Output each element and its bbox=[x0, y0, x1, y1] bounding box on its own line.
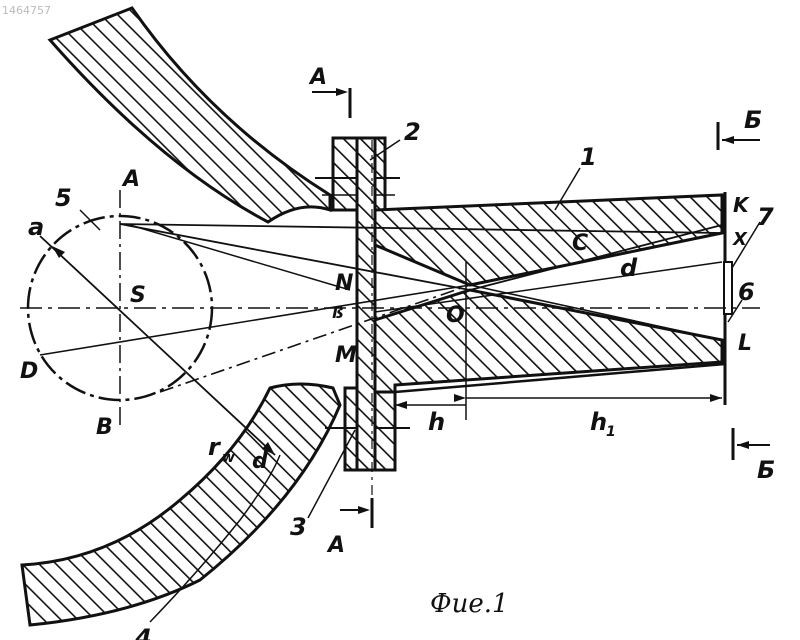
label-section-b-bottom: Б bbox=[757, 456, 775, 484]
label-part-5: 5 bbox=[55, 184, 72, 212]
label-point-s: S bbox=[130, 283, 146, 308]
label-part-4: 4 bbox=[134, 624, 152, 640]
figure-caption: Фие.1 bbox=[430, 589, 509, 619]
label-point-d: D bbox=[20, 359, 38, 384]
label-part-7: 7 bbox=[757, 203, 774, 231]
label-part-2: 2 bbox=[404, 118, 421, 146]
upper-curved-wall bbox=[50, 8, 330, 222]
document-stamp: 1464757 bbox=[2, 4, 51, 17]
label-h1-sub: 1 bbox=[606, 424, 616, 440]
label-point-a: A bbox=[121, 167, 140, 192]
label-point-o: O bbox=[446, 303, 465, 328]
label-point-k: K bbox=[733, 193, 750, 217]
nozzle-body-lower bbox=[375, 290, 722, 392]
label-beta: ß bbox=[332, 303, 344, 322]
label-part-6: 6 bbox=[738, 278, 755, 306]
label-point-l: L bbox=[738, 331, 752, 356]
label-section-a-top: A bbox=[308, 65, 327, 90]
label-point-c: C bbox=[572, 231, 588, 256]
label-alpha-low: d bbox=[252, 449, 268, 474]
label-h1: h bbox=[590, 408, 607, 436]
label-section-b-top: Б bbox=[744, 106, 762, 134]
label-alpha-right: d bbox=[620, 254, 638, 282]
label-point-b: B bbox=[96, 415, 113, 440]
label-alpha-left: a bbox=[28, 213, 44, 241]
label-point-x: X bbox=[732, 229, 748, 250]
nozzle-body-upper bbox=[375, 195, 722, 285]
label-r-w-sub: w bbox=[222, 450, 235, 466]
label-r-w: r bbox=[208, 433, 222, 461]
label-part-1: 1 bbox=[580, 143, 597, 171]
radius-line bbox=[40, 236, 275, 455]
label-part-3: 3 bbox=[290, 513, 307, 541]
label-section-a-bottom: A bbox=[326, 533, 345, 558]
label-h: h bbox=[428, 408, 445, 436]
label-point-n: N bbox=[335, 271, 353, 296]
label-point-m: M bbox=[335, 343, 357, 368]
orifice-part-7 bbox=[724, 262, 732, 314]
